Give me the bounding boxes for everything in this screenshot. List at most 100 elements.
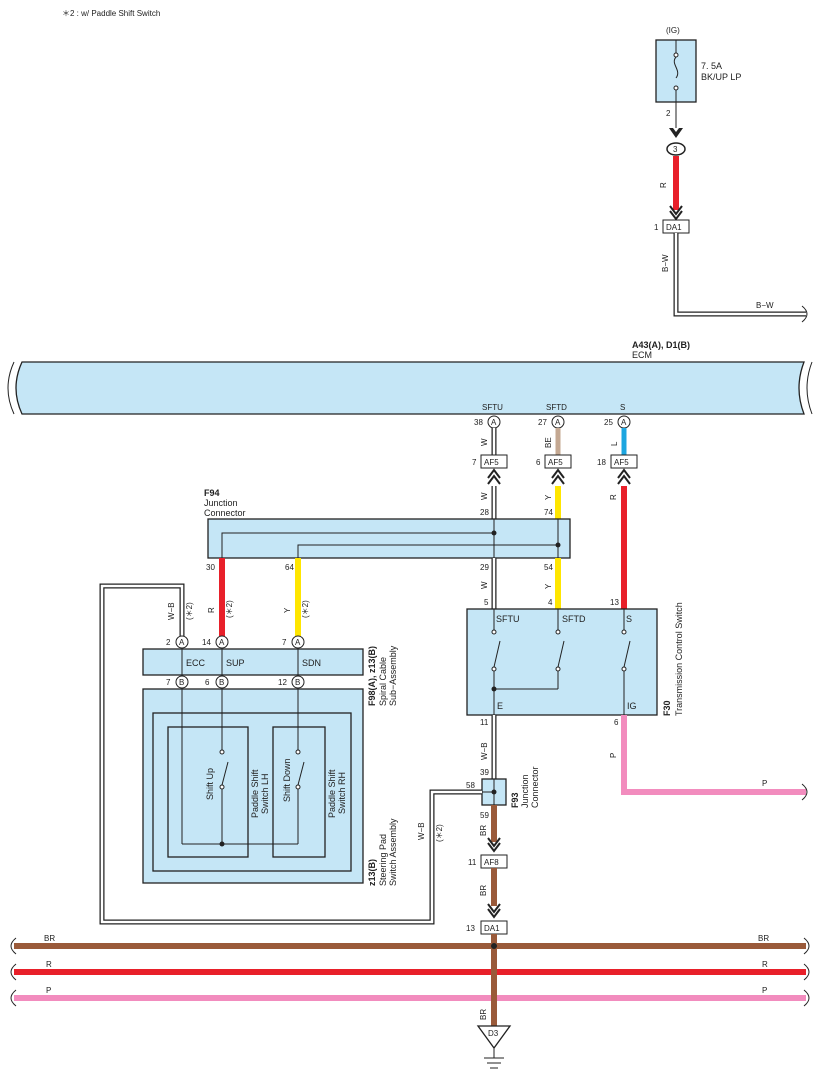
bus-r-label-left: R	[46, 960, 52, 969]
f98-label-sdn: SDN	[302, 658, 321, 668]
af5-label-3: AF5	[614, 458, 629, 467]
paddle-lh-box	[167, 726, 249, 858]
ecm-pin-sftd-name: SFTD	[546, 403, 567, 412]
f98-conn-a-1: A	[179, 638, 185, 647]
fuse-rating: 7. 5A	[701, 61, 722, 71]
ecm-name: ECM	[632, 350, 652, 360]
bus-r-label-right: R	[762, 960, 768, 969]
f98-conn-b-3: B	[295, 678, 300, 687]
da1-top-label: DA1	[666, 223, 682, 232]
wire-label-star-1: (＊2)	[225, 600, 234, 618]
wire-label-br-1: BR	[479, 825, 488, 836]
bus-br-label-left: BR	[44, 934, 55, 943]
ground-icon	[484, 1048, 504, 1069]
f94-pin-30: 30	[206, 563, 215, 572]
f98-conn-b-1: B	[179, 678, 184, 687]
bus-br-label-right: BR	[758, 934, 769, 943]
shift-up-label: Shift Up	[205, 768, 215, 800]
wire-label-y-1: Y	[544, 494, 553, 500]
da1-bottom-pin: 13	[466, 924, 475, 933]
f93-ref: F93	[510, 792, 520, 808]
f30-label-sftu: SFTU	[496, 614, 520, 624]
f98-conn-a-3: A	[295, 638, 301, 647]
af5-label-2: AF5	[548, 458, 563, 467]
f30-pin-6: 6	[614, 718, 619, 727]
f30-pin-4: 4	[548, 598, 553, 607]
f93-pin-58: 58	[466, 781, 475, 790]
ecm-pin-sftu-num: 38	[474, 418, 483, 427]
fuse-pin: 2	[666, 109, 671, 118]
wire-label-bw-vertical: B−W	[661, 254, 670, 272]
f98-ref: F98(A), z13(B)	[367, 646, 377, 706]
f30-pin-5: 5	[484, 598, 489, 607]
af5-connector-1	[480, 454, 508, 469]
f98-pin-b-6: 6	[205, 678, 210, 687]
f98-conn-a-2: A	[219, 638, 225, 647]
paddle-rh-box	[272, 726, 326, 858]
wire-label-p-2: P	[762, 779, 767, 788]
f98-box	[142, 648, 364, 676]
fuse-icon	[673, 40, 679, 102]
af5-label-1: AF5	[484, 458, 499, 467]
f94-name-2: Connector	[204, 508, 246, 518]
f93-pin-39: 39	[480, 768, 489, 777]
af5-pin-1: 7	[472, 458, 477, 467]
wire-label-star-3: (＊2)	[185, 602, 194, 620]
f94-box	[207, 518, 571, 559]
wire-label-r-3: R	[207, 607, 216, 613]
paddle-lh-name-1: Paddle Shift	[250, 769, 260, 818]
f93-pin-59: 59	[480, 811, 489, 820]
wire-label-y-2: Y	[283, 607, 292, 613]
f93-name-1: Junction	[520, 774, 530, 808]
wire-label-l: L	[610, 441, 619, 446]
z13-ref: z13(B)	[367, 859, 377, 886]
ecm-ref: A43(A), D1(B)	[632, 340, 690, 350]
da1-bottom-label: DA1	[484, 924, 500, 933]
wire-label-w-3: W	[480, 581, 489, 589]
f98-pin-a-2: 2	[166, 638, 171, 647]
af5-pin-3: 18	[597, 458, 606, 467]
wire-label-star-2: (＊2)	[301, 600, 310, 618]
f93-name-2: Connector	[530, 766, 540, 808]
af8-pin: 11	[468, 858, 477, 867]
z13-name-1: Steering Pad	[378, 834, 388, 886]
f30-switch-icons	[491, 609, 631, 715]
ecm-pin-sftd-conn: A	[555, 418, 561, 427]
fuse-name: BK/UP LP	[701, 72, 741, 82]
bus-p-label-left: P	[46, 986, 51, 995]
ecm-pin-s-num: 25	[604, 418, 613, 427]
ecm-pin-s-conn: A	[621, 418, 627, 427]
ecm-pin-sftu-conn: A	[491, 418, 497, 427]
da1-top-pin: 1	[654, 223, 659, 232]
fuse-supply: (IG)	[666, 26, 680, 35]
wire-label-wb-3: W−B	[417, 822, 426, 840]
paddle-rh-name-2: Switch RH	[337, 772, 347, 814]
wire-label-y-3: Y	[544, 583, 553, 589]
wire-label-bw-horizontal: B−W	[756, 301, 774, 310]
f98-label-ecc: ECC	[186, 658, 206, 668]
f98-pin-b-12: 12	[278, 678, 287, 687]
note-text: ＊2 : w/ Paddle Shift Switch	[62, 9, 160, 18]
f30-pin-13: 13	[610, 598, 619, 607]
wire-label-star-4: (＊2)	[435, 824, 444, 842]
f30-label-s: S	[626, 614, 632, 624]
f98-conn-b-2: B	[219, 678, 224, 687]
paddle-switch-icons	[181, 689, 305, 845]
wire-label-br-2: BR	[479, 885, 488, 896]
wire-label-be: BE	[544, 437, 553, 448]
ground-label: D3	[488, 1029, 499, 1038]
paddle-rh-name-1: Paddle Shift	[327, 769, 337, 818]
wire-label-r-2: R	[609, 494, 618, 500]
shift-down-label: Shift Down	[282, 758, 292, 802]
f94-pin-54: 54	[544, 563, 553, 572]
connector-3	[666, 142, 686, 156]
wire-label-r-top: R	[659, 182, 668, 188]
wire-label-br-3: BR	[479, 1009, 488, 1020]
f94-ref: F94	[204, 488, 220, 498]
wire-label-w-1: W	[480, 438, 489, 446]
ecm-pin-sftd-num: 27	[538, 418, 547, 427]
connector-3-label: 3	[673, 145, 678, 154]
f94-pin-29: 29	[480, 563, 489, 572]
f98-label-sup: SUP	[226, 658, 245, 668]
f30-name: Transmission Control Switch	[674, 602, 684, 716]
